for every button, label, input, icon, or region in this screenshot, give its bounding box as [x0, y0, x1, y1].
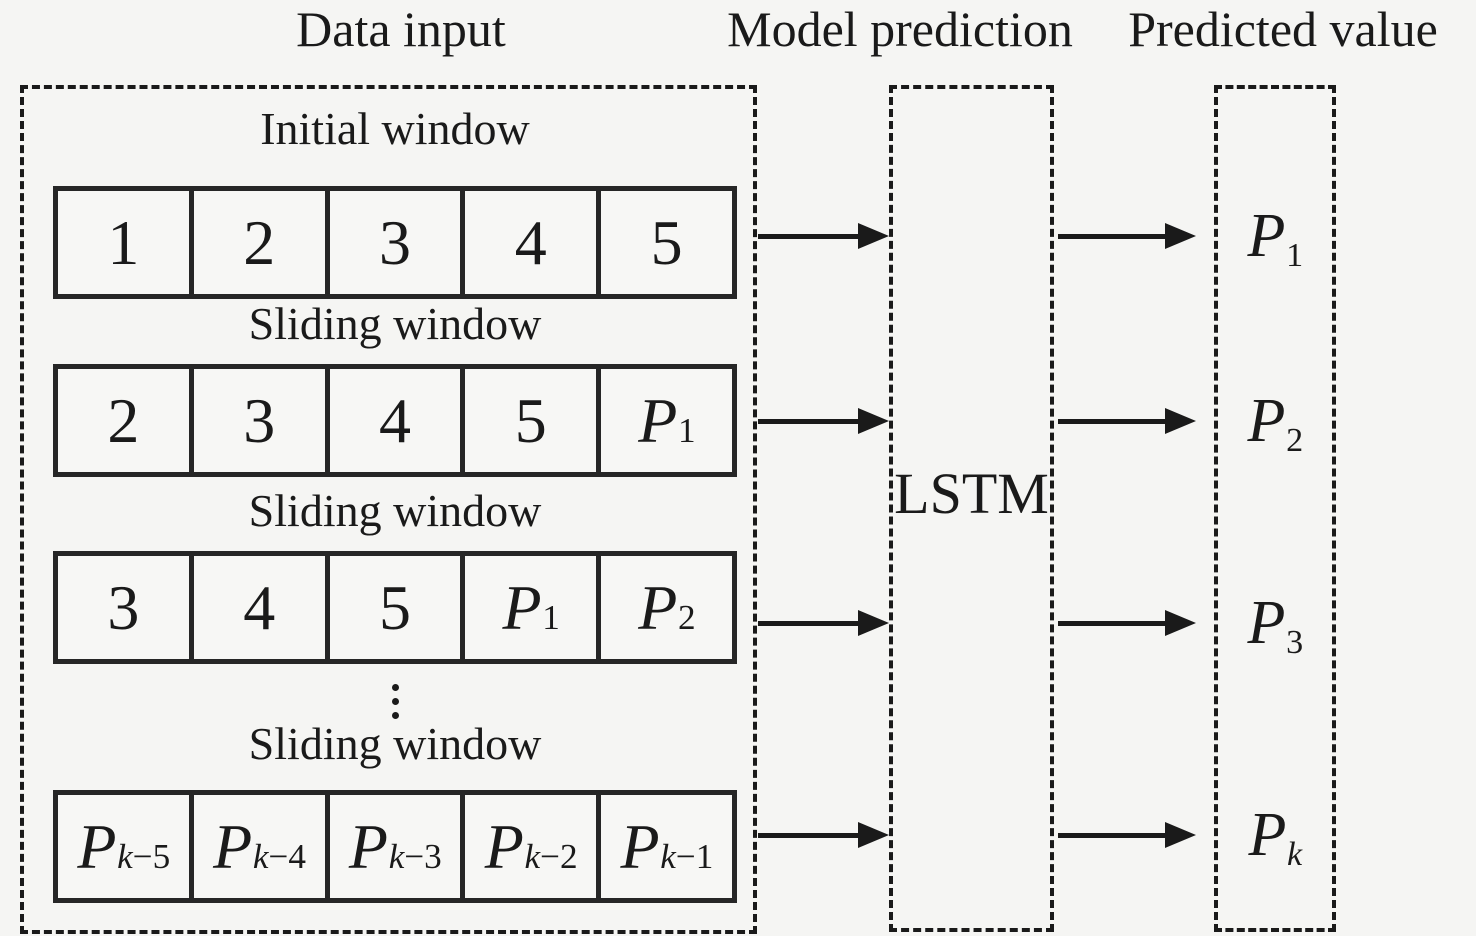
data-input-panel [20, 85, 757, 934]
initial-window-label: Initial window [260, 103, 530, 154]
window-row-1-cell-1: 1 [107, 206, 140, 278]
arrow-input-to-model-2-icon [758, 408, 889, 434]
window-row-1-cell-3: 3 [324, 191, 461, 294]
predicted-value-2: P2 [1247, 387, 1304, 460]
sliding-window-label-2: Sliding window [248, 485, 542, 536]
sliding-window-label-1: Sliding window [248, 298, 542, 349]
window-row-1-cell-5: 5 [596, 191, 732, 294]
window-row-1-cell-2: 2 [188, 191, 325, 294]
lstm-model-label: LSTM [894, 461, 1049, 526]
ellipsis-dot [391, 684, 399, 691]
predicted-value-4: Pk [1248, 801, 1303, 874]
arrow-model-to-output-2-icon [1058, 408, 1196, 434]
predicted-value-3: P3 [1247, 589, 1304, 662]
sliding-window-label-3: Sliding window [248, 718, 542, 769]
ellipsis-dot [391, 712, 399, 719]
header-data-input: Data input [296, 1, 506, 57]
window-row-3-cell-3: 5 [324, 556, 461, 659]
arrow-model-to-output-1-icon [1058, 223, 1196, 249]
window-row-2-cell-3: 4 [324, 369, 461, 472]
window-row-3-cell-2: 4 [188, 556, 325, 659]
window-row-2-cell-4: 5 [460, 369, 596, 472]
arrow-model-to-output-3-icon [1058, 610, 1196, 636]
arrow-input-to-model-4-icon [758, 822, 889, 848]
window-row-2-cell-2: 3 [188, 369, 325, 472]
vertical-ellipsis-icon [53, 684, 737, 719]
predicted-value-1: P1 [1247, 202, 1304, 275]
window-row-1-cell-4: 4 [460, 191, 596, 294]
arrow-input-to-model-3-icon [758, 610, 889, 636]
window-row-2-cell-1: 2 [107, 384, 140, 456]
ellipsis-dot [391, 698, 399, 705]
arrow-model-to-output-4-icon [1058, 822, 1196, 848]
window-row-3-cell-1: 3 [107, 571, 140, 643]
header-model-prediction: Model prediction [727, 1, 1073, 57]
arrow-input-to-model-1-icon [758, 223, 889, 249]
model-prediction-panel: LSTM [889, 85, 1054, 932]
header-predicted-value: Predicted value [1128, 1, 1438, 57]
predicted-value-panel [1214, 85, 1336, 932]
